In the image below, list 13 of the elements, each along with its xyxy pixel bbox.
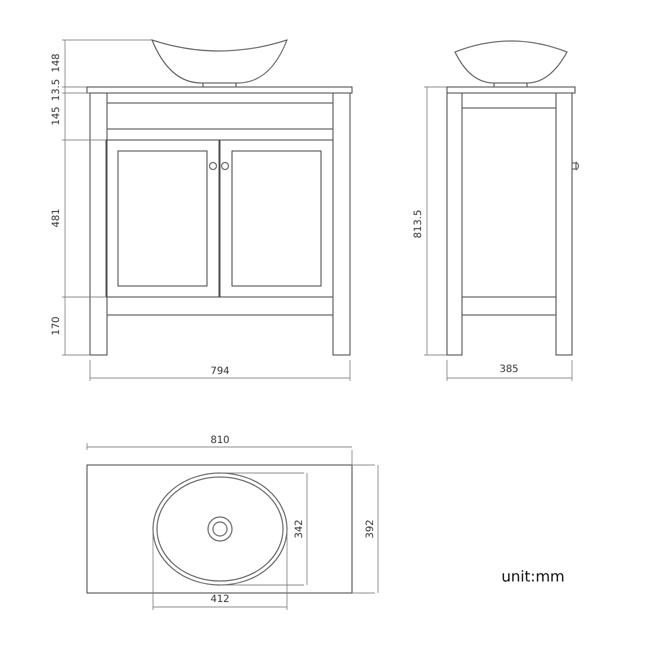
dimension-label: 392 bbox=[366, 519, 376, 539]
dimension-label: 810 bbox=[210, 436, 230, 446]
dimension-label: 342 bbox=[295, 519, 305, 539]
dimension-label: 13.5 bbox=[52, 78, 62, 102]
dimension-label: 148 bbox=[52, 53, 62, 73]
dimension-label: 813.5 bbox=[414, 210, 424, 238]
dimension-label: 145 bbox=[52, 106, 62, 126]
unit-note: unit:mm bbox=[501, 570, 565, 584]
dimension-label: 412 bbox=[210, 595, 230, 605]
dimension-label: 794 bbox=[210, 367, 230, 377]
dimension-label: 481 bbox=[52, 208, 62, 228]
dimension-label: 385 bbox=[499, 365, 519, 375]
dimension-label: 170 bbox=[52, 316, 62, 336]
